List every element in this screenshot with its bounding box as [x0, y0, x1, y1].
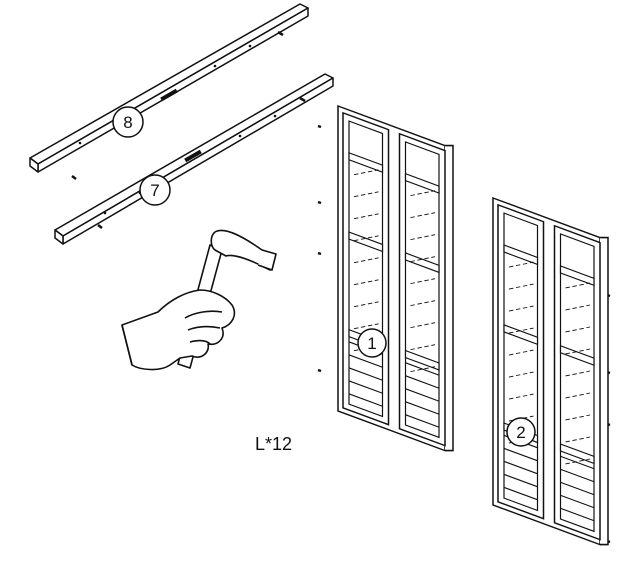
part-1-marker — [357, 328, 387, 358]
part-1-label: 1 — [367, 334, 376, 353]
part-8-marker — [112, 106, 144, 138]
part-8-label: 8 — [123, 113, 132, 132]
hammer-icon — [121, 229, 277, 371]
rail-8 — [29, 3, 309, 180]
door-frame — [553, 224, 601, 541]
panel-1 — [337, 104, 454, 452]
nail-quantity: L*12 — [255, 434, 293, 454]
door-frame — [342, 111, 390, 426]
part-7-label: 7 — [150, 181, 159, 200]
part-7-marker — [139, 174, 171, 206]
door-frame — [398, 132, 446, 447]
rail-7 — [54, 73, 334, 245]
panel-2 — [492, 196, 609, 546]
part-2-label: 2 — [516, 423, 525, 442]
part-2-marker — [506, 417, 536, 447]
door-frame — [497, 203, 545, 520]
